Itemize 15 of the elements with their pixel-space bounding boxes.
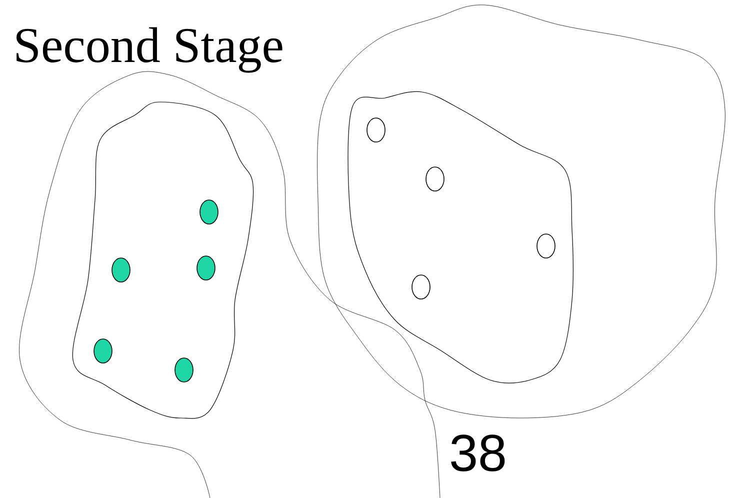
filled-circle	[174, 358, 194, 382]
filled-circle	[200, 200, 218, 224]
filled-circle	[196, 256, 216, 280]
title: Second Stage	[16, 27, 282, 73]
filled-circle	[94, 338, 112, 364]
empty-circle	[366, 118, 386, 142]
region-outline	[348, 91, 574, 384]
empty-circle	[412, 274, 430, 300]
region-outline	[19, 71, 440, 498]
empty-circle	[536, 234, 556, 258]
filled-circle	[112, 258, 130, 282]
empty-circle	[426, 166, 444, 192]
region-outline	[72, 102, 254, 419]
page-number: 38	[451, 434, 505, 472]
region-outline	[317, 4, 726, 418]
